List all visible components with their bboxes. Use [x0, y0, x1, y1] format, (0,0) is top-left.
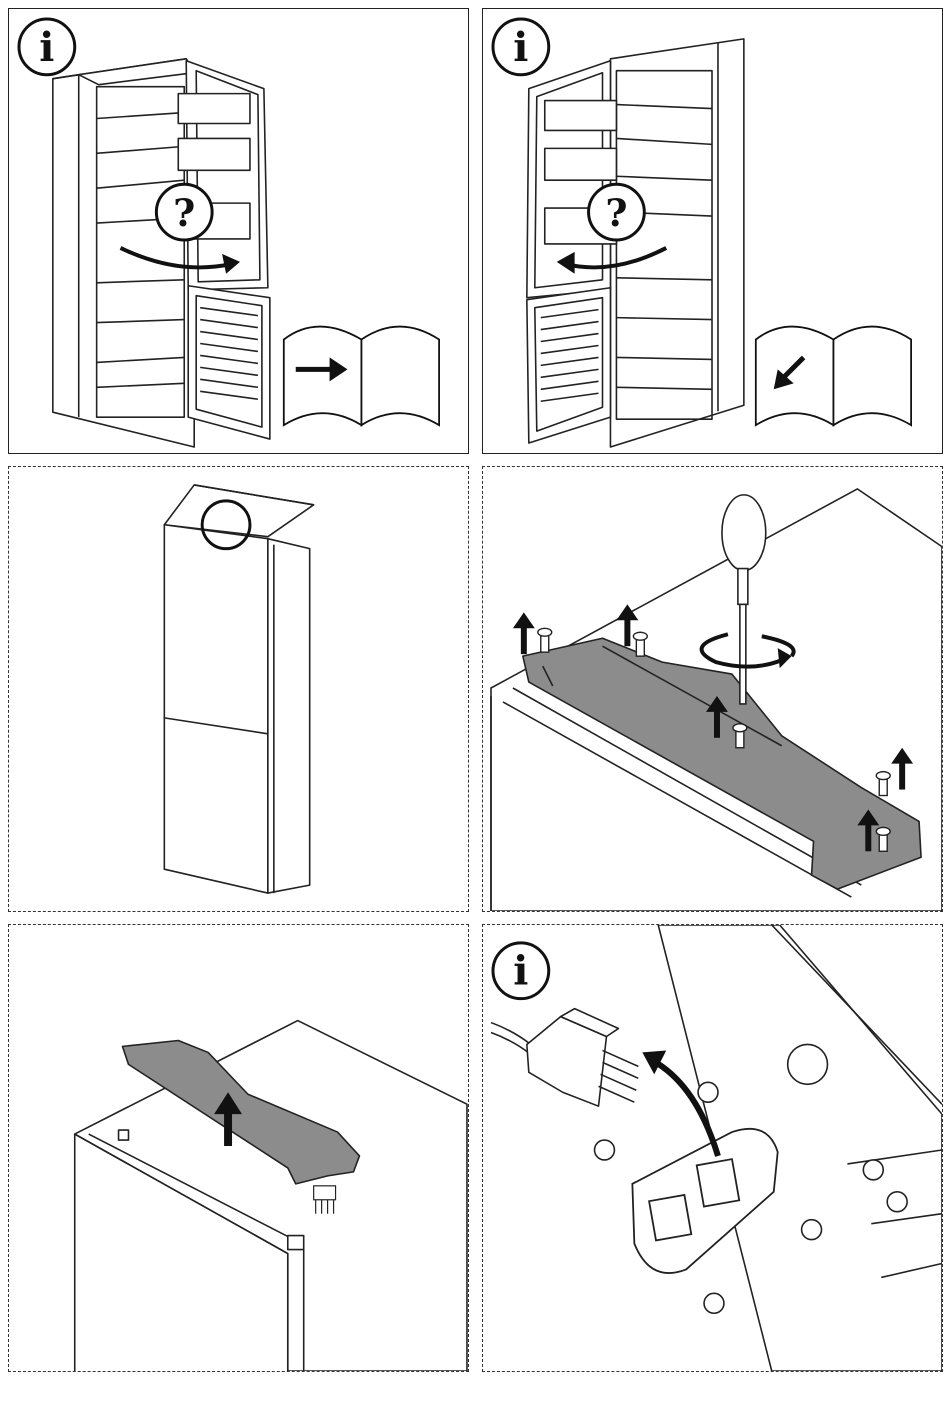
svg-text:i: i: [513, 25, 528, 71]
step-5-panel: [8, 924, 469, 1372]
question-icon: ?: [156, 184, 212, 240]
step-1-panel: ? i: [8, 8, 469, 454]
step-6-panel: i: [482, 924, 943, 1372]
step-4-panel: [482, 466, 943, 912]
connector-detail-illustration: i: [483, 925, 942, 1371]
manual-book-icon: [284, 327, 439, 426]
curved-arrow-icon: [642, 1050, 666, 1074]
connector-plug-icon: [491, 1009, 638, 1107]
manual-book-icon: [756, 327, 911, 426]
hinge-cover-remove-illustration: [9, 925, 468, 1371]
hinge-cover-unscrew-illustration: [483, 467, 942, 911]
svg-text:?: ?: [605, 190, 627, 235]
question-icon: ?: [589, 184, 645, 240]
step-2-panel: ? i: [482, 8, 943, 454]
svg-text:i: i: [39, 25, 54, 71]
info-icon: i: [493, 943, 549, 999]
info-icon: i: [19, 19, 75, 75]
svg-text:?: ?: [173, 190, 195, 235]
fridge-open-left-illustration: ? i: [483, 9, 942, 453]
fridge-open-right-illustration: ? i: [9, 9, 468, 453]
svg-text:i: i: [513, 949, 528, 995]
fridge-closed-illustration: [9, 467, 468, 911]
info-icon: i: [493, 19, 549, 75]
step-3-panel: [8, 466, 469, 912]
